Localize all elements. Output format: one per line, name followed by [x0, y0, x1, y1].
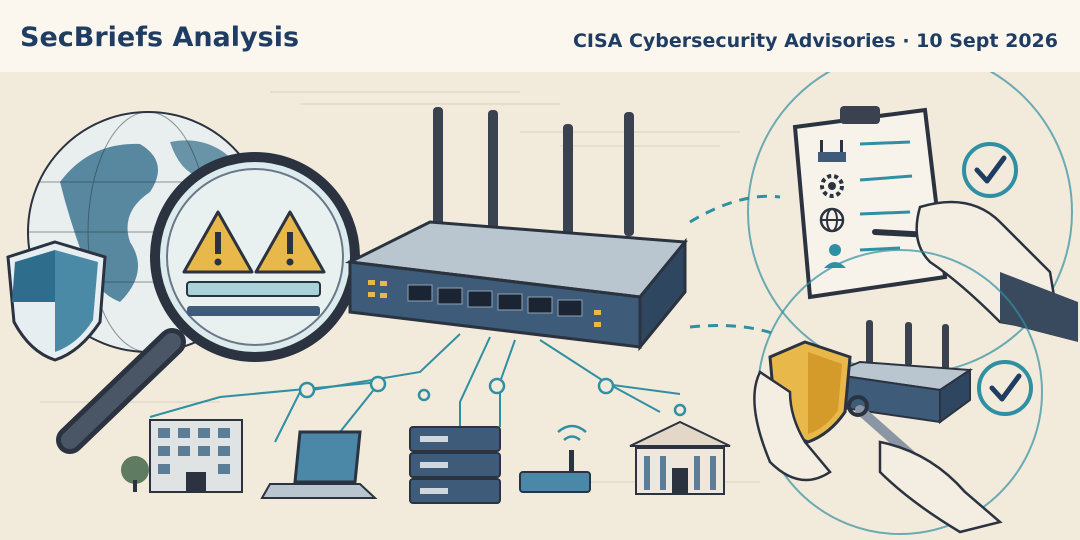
shield-icon — [6, 240, 107, 362]
advisory-subtitle: CISA Cybersecurity Advisories · 10 Sept … — [572, 30, 1058, 52]
hero-illustration — [0, 72, 1080, 540]
router-icon — [818, 140, 846, 162]
warning-icon — [254, 210, 326, 274]
globe-icon — [819, 207, 845, 233]
clipboard-icon — [792, 106, 948, 300]
network-node-icon — [298, 375, 687, 417]
laptop-icon — [260, 430, 378, 499]
wifi-router-icon — [519, 424, 591, 493]
bank-building-icon — [629, 420, 731, 495]
warning-icon — [182, 210, 254, 274]
office-building-icon — [121, 419, 243, 493]
brand-title: SecBriefs Analysis — [20, 22, 300, 53]
checkmark-icon — [977, 360, 1033, 416]
server-rack-icon — [409, 426, 501, 504]
checkmark-icon — [962, 142, 1018, 198]
hand-pen-icon — [872, 200, 1078, 342]
wrench-icon — [753, 370, 1003, 534]
header-bar: SecBriefs Analysis CISA Cybersecurity Ad… — [0, 0, 1080, 72]
magnifier-icon — [56, 152, 360, 454]
gear-icon — [820, 174, 844, 198]
router-icon — [344, 107, 688, 352]
